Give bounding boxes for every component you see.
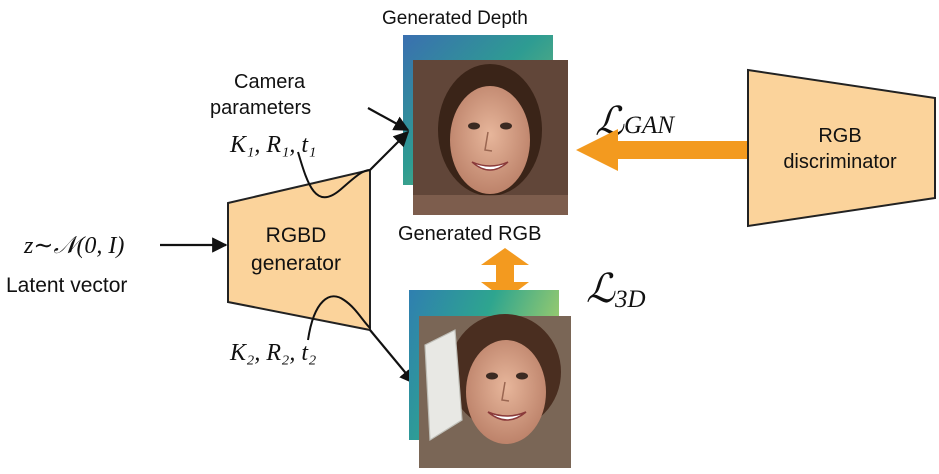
camera-curve-bottom [307, 295, 371, 341]
svg-text:GAN: GAN [624, 112, 675, 139]
latent-vector-math: z∼𝒩(0, I) [23, 233, 124, 259]
rgb-discriminator-block [747, 68, 936, 228]
gan-loss-arrow [576, 129, 748, 171]
generated-depth-label: Generated Depth [382, 8, 528, 29]
latent-vector-label: Latent vector [6, 274, 127, 297]
generator-label-line1: RGBD [266, 224, 327, 247]
svg-text:ℒ: ℒ [586, 266, 616, 311]
camera-curve-top [297, 151, 371, 199]
loss-3d-double-arrow [481, 248, 529, 300]
svg-text:3D: 3D [614, 286, 646, 313]
generator-label-line2: generator [251, 252, 341, 275]
discriminator-label-line1: RGB [818, 125, 861, 147]
face-photo-icon [419, 314, 571, 468]
generator-to-bottom-output-arrow [369, 329, 415, 385]
rgbd-generator-block [227, 168, 371, 332]
camera-params-bottom-math: K₂, R₂, t₂ [229, 340, 316, 366]
loss-3d-label: ℒ 3D [586, 266, 646, 313]
generated-rgb-label: Generated RGB [398, 223, 541, 245]
camera-params-label-line2: parameters [210, 97, 311, 119]
camera-to-top-image-arrow [367, 107, 410, 131]
camera-params-top-math: K₁, R₁, t₁ [229, 132, 316, 158]
discriminator-label-line2: discriminator [783, 151, 897, 173]
camera-params-label-line1: Camera [234, 71, 306, 93]
face-photo-icon [413, 60, 568, 215]
generator-to-top-output-arrow [369, 130, 410, 171]
